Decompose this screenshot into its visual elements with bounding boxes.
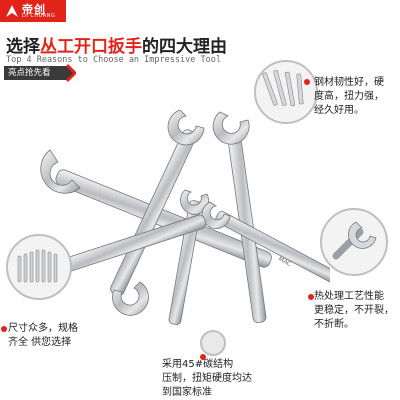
feature-note-1: 钢材韧性好，硬 度高，扭力强， 经久好用。 — [314, 76, 398, 118]
headline-prefix: 选择 — [6, 37, 40, 57]
bullet-dot — [304, 79, 310, 85]
headline: 选择丛工开口扳手的四大理由 — [6, 32, 227, 57]
subheadline: Top 4 Reasons to Choose an Impressive To… — [6, 55, 221, 65]
highlight-tag: 亮点抢先看 — [4, 66, 68, 80]
tag-arrow — [68, 66, 75, 80]
feature-line: 压制，扭矩硬度均达 — [162, 373, 252, 384]
feature-note-3: 热处理工艺性能 更稳定，不开裂， 不折断。 — [314, 290, 400, 332]
small-wrenches-icon — [262, 70, 304, 107]
feature-line: 钢材韧性好，硬 — [314, 77, 384, 88]
feature-line: 热处理工艺性能 — [314, 291, 384, 302]
detail-circle-material — [200, 330, 226, 356]
feature-line: 到国家标准 — [162, 387, 212, 398]
feature-line: 采用45#碳结构 — [162, 359, 234, 370]
bullet-dot — [1, 326, 7, 332]
brand-logo-icon — [6, 5, 18, 17]
brand-logo — [0, 0, 66, 22]
feature-line: 度高，扭力强， — [314, 91, 384, 102]
wrench-set-sizes-icon — [17, 249, 58, 283]
feature-note-4: 采用45#碳结构 压制，扭矩硬度均达 到国家标准 — [162, 358, 262, 400]
wrench-large — [40, 149, 272, 268]
wrench-head-closeup-icon — [332, 221, 377, 260]
feature-note-2: 尺寸众多，规格 齐全 供您选择 — [8, 322, 94, 350]
brand-name: 帝创 — [22, 3, 46, 16]
headline-suffix: 的四大理由 — [142, 37, 227, 57]
bullet-dot — [200, 354, 206, 360]
detail-circle-wrench-head — [320, 208, 388, 276]
feature-line: 齐全 供您选择 — [8, 337, 72, 348]
feature-line: 不折断。 — [314, 319, 354, 330]
feature-line: 经久好用。 — [314, 105, 364, 116]
brand-romanized: DI CHUANG — [22, 13, 56, 19]
detail-circle-small-wrenches — [254, 60, 318, 124]
feature-line: 更稳定，不开裂， — [314, 305, 394, 316]
feature-line: 尺寸众多，规格 — [8, 323, 78, 334]
bullet-dot — [308, 294, 314, 300]
chevron-right-icon — [66, 63, 76, 83]
detail-circle-size-set — [6, 234, 72, 300]
wrench-lower — [60, 214, 207, 316]
headline-highlight: 丛工开口扳手 — [40, 37, 142, 57]
wrench-set-image: MAC — [40, 110, 330, 325]
